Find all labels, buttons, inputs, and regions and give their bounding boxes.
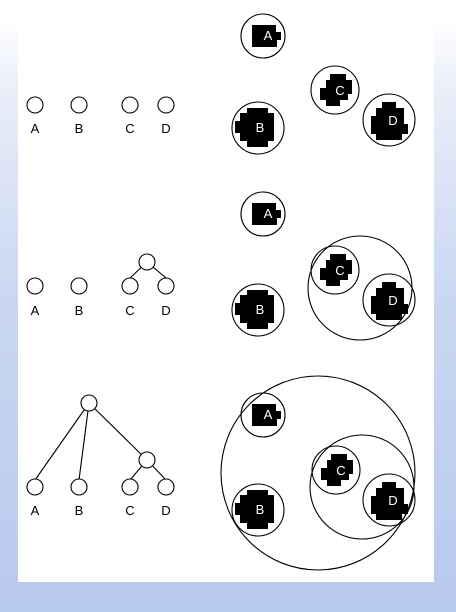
blob-label-b: B: [256, 302, 265, 317]
leaf-node-c: [121, 277, 139, 295]
blob-label-a: A: [264, 206, 273, 221]
stage-3-dendrogram: A B C D: [26, 394, 175, 518]
cluster-ring-c: [311, 445, 361, 495]
leaf-label-d: D: [161, 121, 170, 136]
leaf-label-b: B: [75, 121, 84, 136]
cluster-ring-b: [231, 101, 285, 155]
stage-1-clusters: A B C D: [231, 13, 416, 155]
cluster-ring-c: [310, 65, 360, 115]
stage-3-clusters: A B C D: [220, 375, 416, 571]
cluster-ring-c: [310, 245, 360, 295]
blob-b: [235, 108, 274, 147]
cluster-ring-d: [362, 273, 416, 327]
blob-label-a: A: [264, 28, 273, 43]
leaf-label-b: B: [75, 303, 84, 318]
leaf-label-d: D: [161, 503, 170, 518]
root-node: [80, 394, 98, 412]
leaf-node-a: [26, 478, 44, 496]
blob-label-d: D: [388, 113, 397, 128]
blob-c: [320, 254, 352, 286]
edge-root-to-cd: [88, 402, 148, 461]
blob-a: [252, 404, 281, 426]
blob-d: [371, 102, 408, 140]
leaf-label-a: A: [31, 303, 40, 318]
leaf-node-b: [70, 277, 88, 295]
leaf-label-b: B: [75, 503, 84, 518]
blob-c: [321, 454, 353, 486]
leaf-node-a: [26, 277, 44, 295]
cluster-ring-d: [362, 473, 416, 527]
leaf-label-c: C: [125, 303, 134, 318]
cluster-ring-cd: [309, 434, 415, 540]
internal-node-cd: [138, 451, 156, 469]
leaf-label-c: C: [125, 503, 134, 518]
edge-root-to-a: [34, 402, 90, 481]
cluster-ring-abcd: [220, 375, 416, 571]
blob-d: [371, 282, 408, 320]
blob-label-d: D: [388, 293, 397, 308]
blob-c: [320, 74, 352, 106]
leaf-node-d: [157, 277, 175, 295]
internal-node-cd: [138, 253, 156, 271]
cluster-ring-a: [240, 191, 286, 237]
cluster-ring-d: [362, 93, 416, 147]
cluster-ring-a: [240, 13, 286, 59]
cluster-ring-b: [231, 483, 285, 537]
blob-label-c: C: [336, 463, 345, 478]
stage-2-clusters: A B C D: [231, 191, 416, 341]
leaf-label-c: C: [125, 121, 134, 136]
stage-2-dendrogram: A B C D: [26, 253, 175, 318]
blob-label-c: C: [335, 263, 344, 278]
leaf-node-b: [70, 96, 88, 114]
blob-d: [371, 482, 408, 520]
leaf-label-a: A: [31, 121, 40, 136]
leaf-node-c: [121, 96, 139, 114]
blob-label-b: B: [256, 120, 265, 135]
blob-label-d: D: [388, 493, 397, 508]
blob-a: [252, 25, 281, 47]
blob-b: [235, 490, 274, 529]
leaf-label-a: A: [31, 503, 40, 518]
leaf-label-d: D: [161, 303, 170, 318]
cluster-ring-a: [240, 392, 286, 438]
leaf-node-d: [157, 96, 175, 114]
edge-root-to-b: [78, 402, 90, 481]
leaf-node-c: [121, 478, 139, 496]
stage-1-dendrogram: A B C D: [26, 96, 175, 136]
blob-b: [235, 290, 274, 329]
blob-a: [252, 203, 281, 225]
leaf-node-a: [26, 96, 44, 114]
leaf-node-b: [70, 478, 88, 496]
blob-label-c: C: [335, 83, 344, 98]
blob-label-a: A: [264, 407, 273, 422]
cluster-ring-b: [231, 283, 285, 337]
leaf-node-d: [157, 478, 175, 496]
blob-label-b: B: [256, 502, 265, 517]
